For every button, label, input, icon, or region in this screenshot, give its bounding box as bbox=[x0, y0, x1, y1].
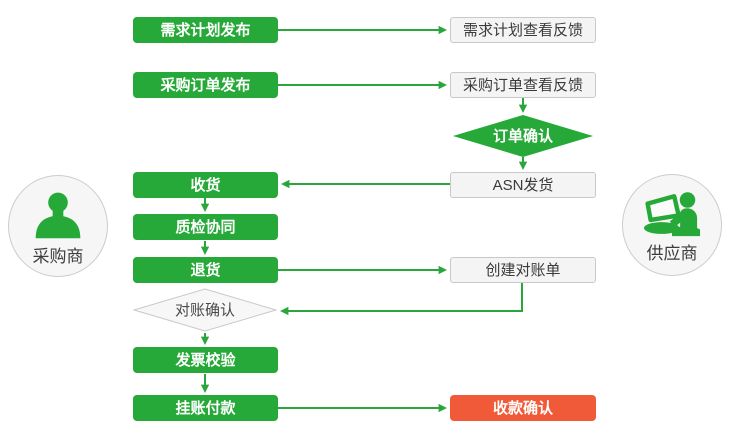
node-po-publish: 采购订单发布 bbox=[133, 72, 278, 98]
node-label: 发票校验 bbox=[175, 351, 236, 369]
node-book-payment: 挂账付款 bbox=[133, 395, 278, 421]
node-label: 订单确认 bbox=[492, 127, 553, 145]
node-label: 采购订单查看反馈 bbox=[462, 76, 583, 94]
node-label: 对账确认 bbox=[174, 301, 235, 319]
actor-buyer: 采购商 bbox=[8, 175, 108, 277]
node-create-statement: 创建对账单 bbox=[450, 257, 596, 283]
node-label: ASN发货 bbox=[492, 176, 554, 194]
node-return-goods: 退货 bbox=[133, 257, 278, 283]
node-label: 挂账付款 bbox=[175, 399, 236, 417]
node-demand-plan-feedback: 需求计划查看反馈 bbox=[450, 17, 596, 43]
supplier-person-computer-icon bbox=[643, 191, 701, 236]
node-label: 收货 bbox=[190, 176, 221, 194]
actor-supplier-label: 供应商 bbox=[646, 243, 698, 263]
node-receive-goods: 收货 bbox=[133, 172, 278, 198]
buyer-person-icon bbox=[35, 192, 81, 238]
diamond-shape bbox=[453, 115, 593, 157]
node-asn-shipment: ASN发货 bbox=[450, 172, 596, 198]
node-demand-plan-publish: 需求计划发布 bbox=[133, 17, 278, 43]
node-po-feedback: 采购订单查看反馈 bbox=[450, 72, 596, 98]
node-receipt-confirm: 收款确认 bbox=[450, 395, 596, 421]
arrow-statement-to-reconcile bbox=[280, 283, 523, 316]
node-order-confirm: 订单确认 bbox=[453, 115, 593, 157]
node-invoice-check: 发票校验 bbox=[133, 347, 278, 373]
node-reconcile-confirm: 对账确认 bbox=[133, 288, 277, 332]
node-label: 质检协同 bbox=[175, 218, 236, 236]
node-quality-collab: 质检协同 bbox=[133, 214, 278, 240]
diamond-shape bbox=[133, 288, 277, 332]
node-label: 退货 bbox=[190, 261, 221, 279]
node-label: 创建对账单 bbox=[485, 261, 561, 279]
node-label: 采购订单发布 bbox=[160, 76, 251, 94]
node-label: 收款确认 bbox=[492, 399, 553, 417]
node-label: 需求计划查看反馈 bbox=[462, 21, 583, 39]
actor-supplier: 供应商 bbox=[622, 174, 722, 276]
actor-buyer-label: 采购商 bbox=[32, 246, 84, 266]
node-label: 需求计划发布 bbox=[160, 21, 251, 39]
